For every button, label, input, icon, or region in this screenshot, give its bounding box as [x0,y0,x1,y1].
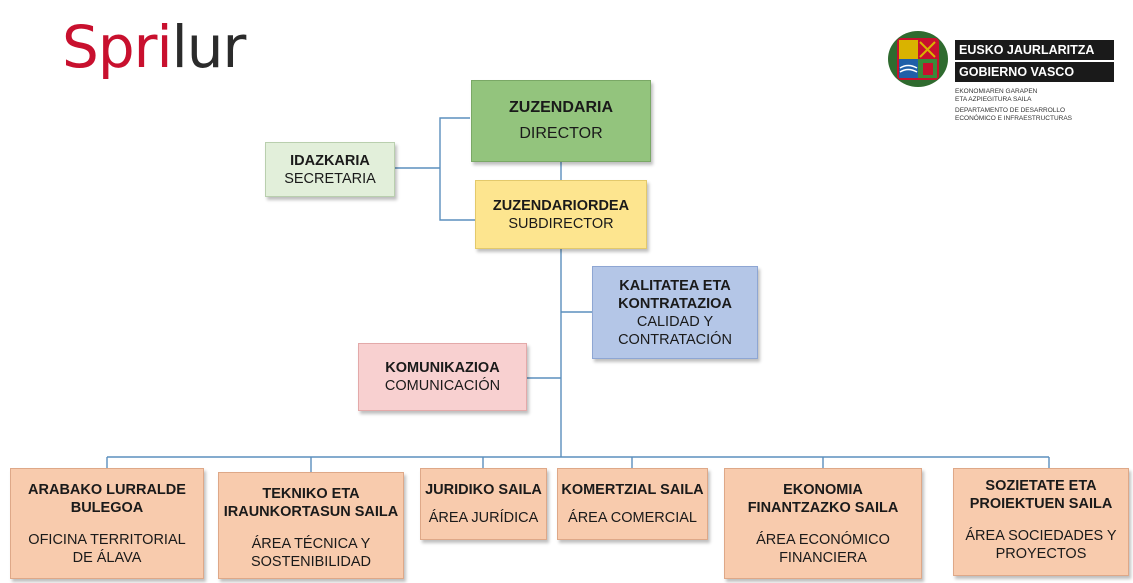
department-subtitle: ÁREA COMERCIAL [568,510,697,526]
secretary-subtitle: SECRETARIA [284,170,376,187]
gov-department-basque: EKONOMIAREN GARAPEN ETA AZPIEGITURA SAIL… [955,88,1038,103]
department-box-technical: TEKNIKO ETA IRAUNKORTASUN SAILA ÁREA TÉC… [218,472,404,579]
gov-line-eusko-jaurlaritza: EUSKO JAURLARITZA [955,40,1114,60]
quality-contracting-box: KALITATEA ETA KONTRATAZIOA CALIDAD Y CON… [592,266,758,359]
gov-department-spanish: DEPARTAMENTO DE DESARROLLO ECONÓMICO E I… [955,107,1073,122]
department-title: EKONOMIA FINANTZAZKO SAILA [747,482,899,516]
department-subtitle: ÁREA TÉCNICA Y SOSTENIBILIDAD [250,536,372,570]
logo-text-lur: lur [171,13,247,81]
connector-secretary-bracket [439,117,475,221]
department-box-alava: ARABAKO LURRALDE BULEGOA OFICINA TERRITO… [10,468,204,579]
director-subtitle: DIRECTOR [519,125,603,142]
department-box-legal: JURIDIKO SAILA ÁREA JURÍDICA [420,468,547,540]
department-box-companies-projects: SOZIETATE ETA PROIEKTUEN SAILA ÁREA SOCI… [953,468,1129,576]
communication-box: KOMUNIKAZIOA COMUNICACIÓN [358,343,527,411]
subdirector-title: ZUZENDARIORDEA [492,197,630,214]
quality-title: KALITATEA ETA KONTRATAZIOA [618,277,732,312]
department-subtitle: OFICINA TERRITORIAL DE ÁLAVA [28,532,186,566]
department-box-finance: EKONOMIA FINANTZAZKO SAILA ÁREA ECONÓMIC… [724,468,922,579]
department-subtitle: ÁREA JURÍDICA [428,510,539,526]
government-logo: EUSKO JAURLARITZA GOBIERNO VASCO EKONOMI… [887,30,1117,160]
secretary-title: IDAZKARIA [290,152,370,169]
subdirector-subtitle: SUBDIRECTOR [508,215,614,232]
director-title: ZUZENDARIA [509,99,613,116]
subdirector-box: ZUZENDARIORDEA SUBDIRECTOR [475,180,647,249]
quality-subtitle: CALIDAD Y CONTRATACIÓN [618,313,732,348]
department-title: KOMERTZIAL SAILA [561,482,704,498]
secretary-box: IDAZKARIA SECRETARIA [265,142,395,197]
department-subtitle: ÁREA ECONÓMICO FINANCIERA [756,532,890,566]
department-title: JURIDIKO SAILA [425,482,542,498]
director-box: ZUZENDARIA DIRECTOR [471,80,651,162]
department-subtitle: ÁREA SOCIEDADES Y PROYECTOS [965,528,1117,562]
department-title: TEKNIKO ETA IRAUNKORTASUN SAILA [223,486,399,520]
basque-coat-of-arms-icon [888,31,948,87]
department-title: SOZIETATE ETA PROIEKTUEN SAILA [969,478,1113,512]
communication-subtitle: COMUNICACIÓN [384,378,501,394]
gov-line-gobierno-vasco: GOBIERNO VASCO [955,62,1114,82]
logo-text-spri: Spri [62,13,173,81]
sprilur-logo: Sprilur [62,18,246,76]
department-title: ARABAKO LURRALDE BULEGOA [28,482,186,516]
communication-title: KOMUNIKAZIOA [385,360,500,376]
department-box-commercial: KOMERTZIAL SAILA ÁREA COMERCIAL [557,468,708,540]
